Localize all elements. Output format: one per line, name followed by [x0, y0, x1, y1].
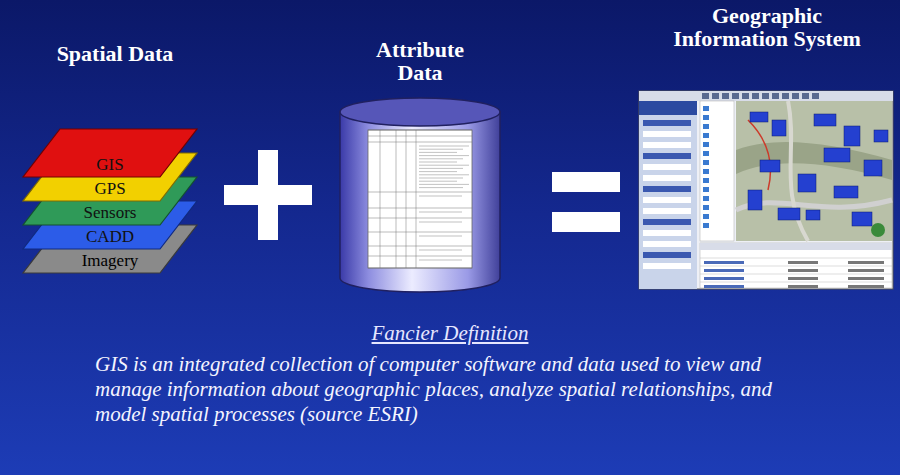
map-screenshot: [638, 90, 894, 290]
heading: Spatial Data: [55, 42, 175, 65]
gis-screenshot: Geographic Information System: [638, 4, 896, 296]
subheading: Fancier Definition: [100, 322, 800, 345]
database-cylinder: Attribute Data: [330, 38, 510, 296]
gis-layer: GIS: [22, 128, 198, 178]
layer-label: Sensors: [32, 204, 188, 221]
definition-text: GIS is an integrated collection of compu…: [95, 352, 815, 428]
layer-label: GPS: [32, 180, 188, 197]
cylinder-shape: [330, 96, 510, 296]
heading: Geographic Information System: [672, 4, 862, 50]
equals-sign: [552, 172, 620, 192]
layer-label: CADD: [32, 228, 188, 245]
equals-sign: [552, 212, 620, 232]
heading: Attribute Data: [355, 38, 485, 84]
plus-sign: [224, 185, 312, 205]
layer-label: GIS: [32, 156, 188, 173]
layer-label: Imagery: [32, 252, 188, 269]
